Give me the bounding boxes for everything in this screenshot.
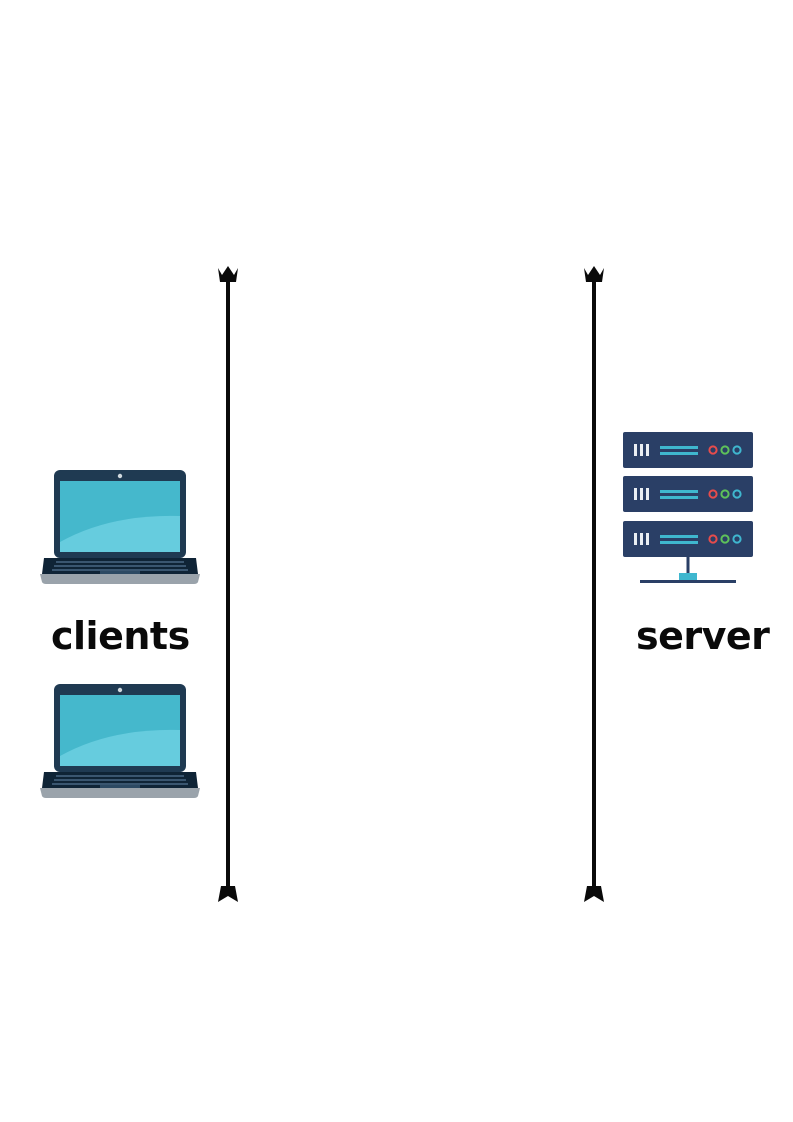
- lifeline-top-cap: [218, 266, 238, 282]
- server-rack-icon: [623, 432, 753, 583]
- lifeline-top-cap: [584, 266, 604, 282]
- server-label: server: [636, 614, 770, 658]
- clients-lifeline: [218, 266, 238, 902]
- lifeline-bottom-cap: [218, 886, 238, 902]
- lifeline-bottom-cap: [584, 886, 604, 902]
- server-lifeline: [584, 266, 604, 902]
- laptop-icon: [40, 470, 200, 584]
- clients-label: clients: [51, 614, 190, 658]
- laptop-icon: [40, 684, 200, 798]
